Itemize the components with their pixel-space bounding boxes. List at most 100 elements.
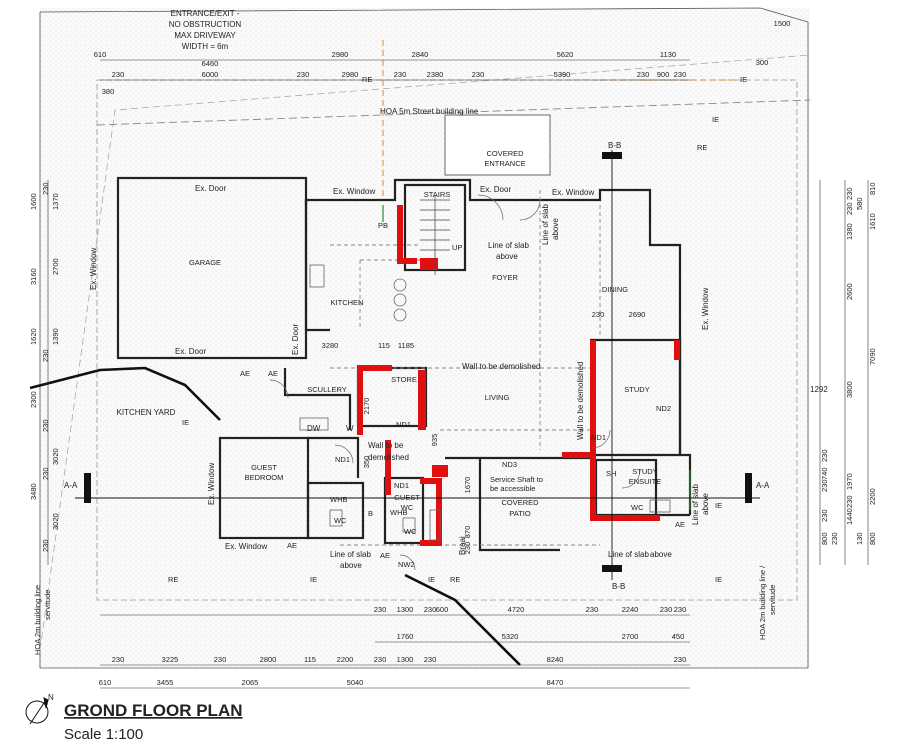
svg-text:3455: 3455: [157, 678, 174, 687]
room-covered-entrance-2: ENTRANCE: [484, 159, 525, 168]
svg-text:870: 870: [463, 526, 472, 539]
svg-text:AE: AE: [675, 520, 685, 529]
svg-text:Line of slab: Line of slab: [488, 241, 529, 250]
room-guest-bedroom-1: GUEST: [251, 463, 277, 472]
svg-text:B-B: B-B: [608, 141, 621, 150]
svg-text:1970: 1970: [845, 473, 854, 490]
svg-text:above: above: [496, 252, 518, 261]
svg-text:NW2: NW2: [398, 560, 415, 569]
svg-text:2700: 2700: [622, 632, 639, 641]
svg-text:6460: 6460: [202, 59, 219, 68]
site-area: [39, 7, 811, 669]
svg-text:1292: 1292: [810, 385, 828, 394]
svg-text:Wall to be demolished: Wall to be demolished: [576, 362, 585, 440]
rotated-labels: Ex. Window Ex. Window Ex. Door Ex. Windo…: [33, 204, 777, 655]
svg-text:230: 230: [472, 70, 485, 79]
svg-text:ND1: ND1: [396, 420, 411, 429]
svg-text:WC: WC: [404, 527, 417, 536]
svg-text:2380: 2380: [427, 70, 444, 79]
svg-text:2300: 2300: [29, 391, 38, 408]
svg-text:230: 230: [820, 479, 829, 492]
svg-text:Ex. Window: Ex. Window: [333, 187, 375, 196]
svg-text:230: 230: [41, 349, 50, 362]
svg-text:115: 115: [378, 341, 390, 350]
svg-text:230: 230: [592, 310, 605, 319]
svg-text:230: 230: [845, 495, 854, 508]
svg-text:WHB: WHB: [330, 495, 348, 504]
room-dining: DINING: [602, 285, 628, 294]
svg-text:230: 230: [674, 655, 687, 664]
svg-text:5040: 5040: [347, 678, 364, 687]
room-covered-patio-2: PATIO: [509, 509, 531, 518]
right-dimensions: 810 1610 7090 2200 800 230 580 230 1380 …: [820, 182, 877, 545]
svg-text:800: 800: [868, 532, 877, 545]
svg-text:1600: 1600: [29, 193, 38, 210]
inner-dimensions: 230 2690 3280 115 1185 2170 350 935 1670…: [322, 310, 646, 554]
svg-text:Line of slab: Line of slab: [330, 550, 371, 559]
room-kitchen-yard: KITCHEN YARD: [117, 408, 176, 417]
svg-text:B: B: [368, 509, 373, 518]
room-foyer: FOYER: [492, 273, 518, 282]
svg-text:600: 600: [436, 605, 449, 614]
room-guest-bedroom-2: BEDROOM: [245, 473, 284, 482]
svg-text:5620: 5620: [557, 50, 574, 59]
svg-text:1670: 1670: [463, 477, 472, 494]
svg-text:ENTRANCE/EXIT -: ENTRANCE/EXIT -: [171, 9, 240, 18]
svg-text:above: above: [340, 561, 362, 570]
svg-text:3800: 3800: [845, 381, 854, 398]
svg-text:ND1: ND1: [591, 433, 606, 442]
room-covered-patio-1: COVERED: [501, 498, 539, 507]
svg-text:1390: 1390: [51, 328, 60, 345]
svg-text:7090: 7090: [868, 348, 877, 365]
svg-text:IE: IE: [712, 115, 719, 124]
svg-text:5390: 5390: [554, 70, 571, 79]
svg-text:3160: 3160: [29, 268, 38, 285]
svg-text:3280: 3280: [322, 341, 339, 350]
svg-text:demolished: demolished: [368, 453, 409, 462]
svg-text:1620: 1620: [29, 328, 38, 345]
svg-text:Ex. Window: Ex. Window: [552, 188, 594, 197]
svg-text:Wall to be demolished: Wall to be demolished: [462, 362, 540, 371]
north-arrow-icon: [25, 697, 49, 725]
svg-text:230: 230: [41, 419, 50, 432]
svg-text:740: 740: [820, 467, 829, 480]
svg-text:1500: 1500: [774, 19, 791, 28]
svg-text:WC: WC: [631, 503, 644, 512]
svg-text:230: 230: [845, 187, 854, 200]
svg-text:935: 935: [430, 434, 439, 447]
svg-text:380: 380: [102, 87, 115, 96]
svg-text:230: 230: [41, 467, 50, 480]
room-kitchen: KITCHEN: [331, 298, 364, 307]
svg-text:2170: 2170: [362, 398, 371, 415]
svg-text:above: above: [551, 218, 560, 240]
svg-text:6000: 6000: [202, 70, 219, 79]
svg-text:230: 230: [112, 655, 125, 664]
room-labels: GARAGE KITCHEN SCULLERY STORE FOYER DINI…: [117, 149, 662, 518]
svg-text:B-B: B-B: [612, 582, 625, 591]
svg-text:810: 810: [868, 182, 877, 195]
svg-text:2980: 2980: [332, 50, 349, 59]
svg-text:IE: IE: [715, 501, 722, 510]
svg-text:Braai: Braai: [458, 536, 467, 555]
svg-text:1300: 1300: [397, 655, 414, 664]
svg-text:PB: PB: [378, 221, 388, 230]
svg-text:Line of slab: Line of slab: [608, 550, 649, 559]
svg-text:IE: IE: [740, 75, 747, 84]
svg-text:servitude: servitude: [43, 590, 52, 620]
svg-text:4720: 4720: [508, 605, 525, 614]
svg-text:230: 230: [463, 542, 472, 555]
svg-text:5320: 5320: [502, 632, 519, 641]
svg-text:610: 610: [94, 50, 107, 59]
svg-text:3480: 3480: [29, 483, 38, 500]
svg-text:230: 230: [820, 509, 829, 522]
bottom-dimensions: 230 1300 230 600 4720 230 2240 230 230 1…: [99, 605, 687, 687]
svg-text:Ex. Window: Ex. Window: [701, 288, 710, 330]
svg-text:servitude: servitude: [768, 585, 777, 615]
svg-text:8470: 8470: [547, 678, 564, 687]
svg-text:DW: DW: [307, 424, 321, 433]
svg-text:Line of slab: Line of slab: [691, 484, 700, 525]
svg-text:230: 230: [660, 605, 673, 614]
room-stairs: STAIRS: [424, 190, 451, 199]
svg-text:230: 230: [674, 605, 687, 614]
svg-text:Ex. Door: Ex. Door: [480, 185, 511, 194]
